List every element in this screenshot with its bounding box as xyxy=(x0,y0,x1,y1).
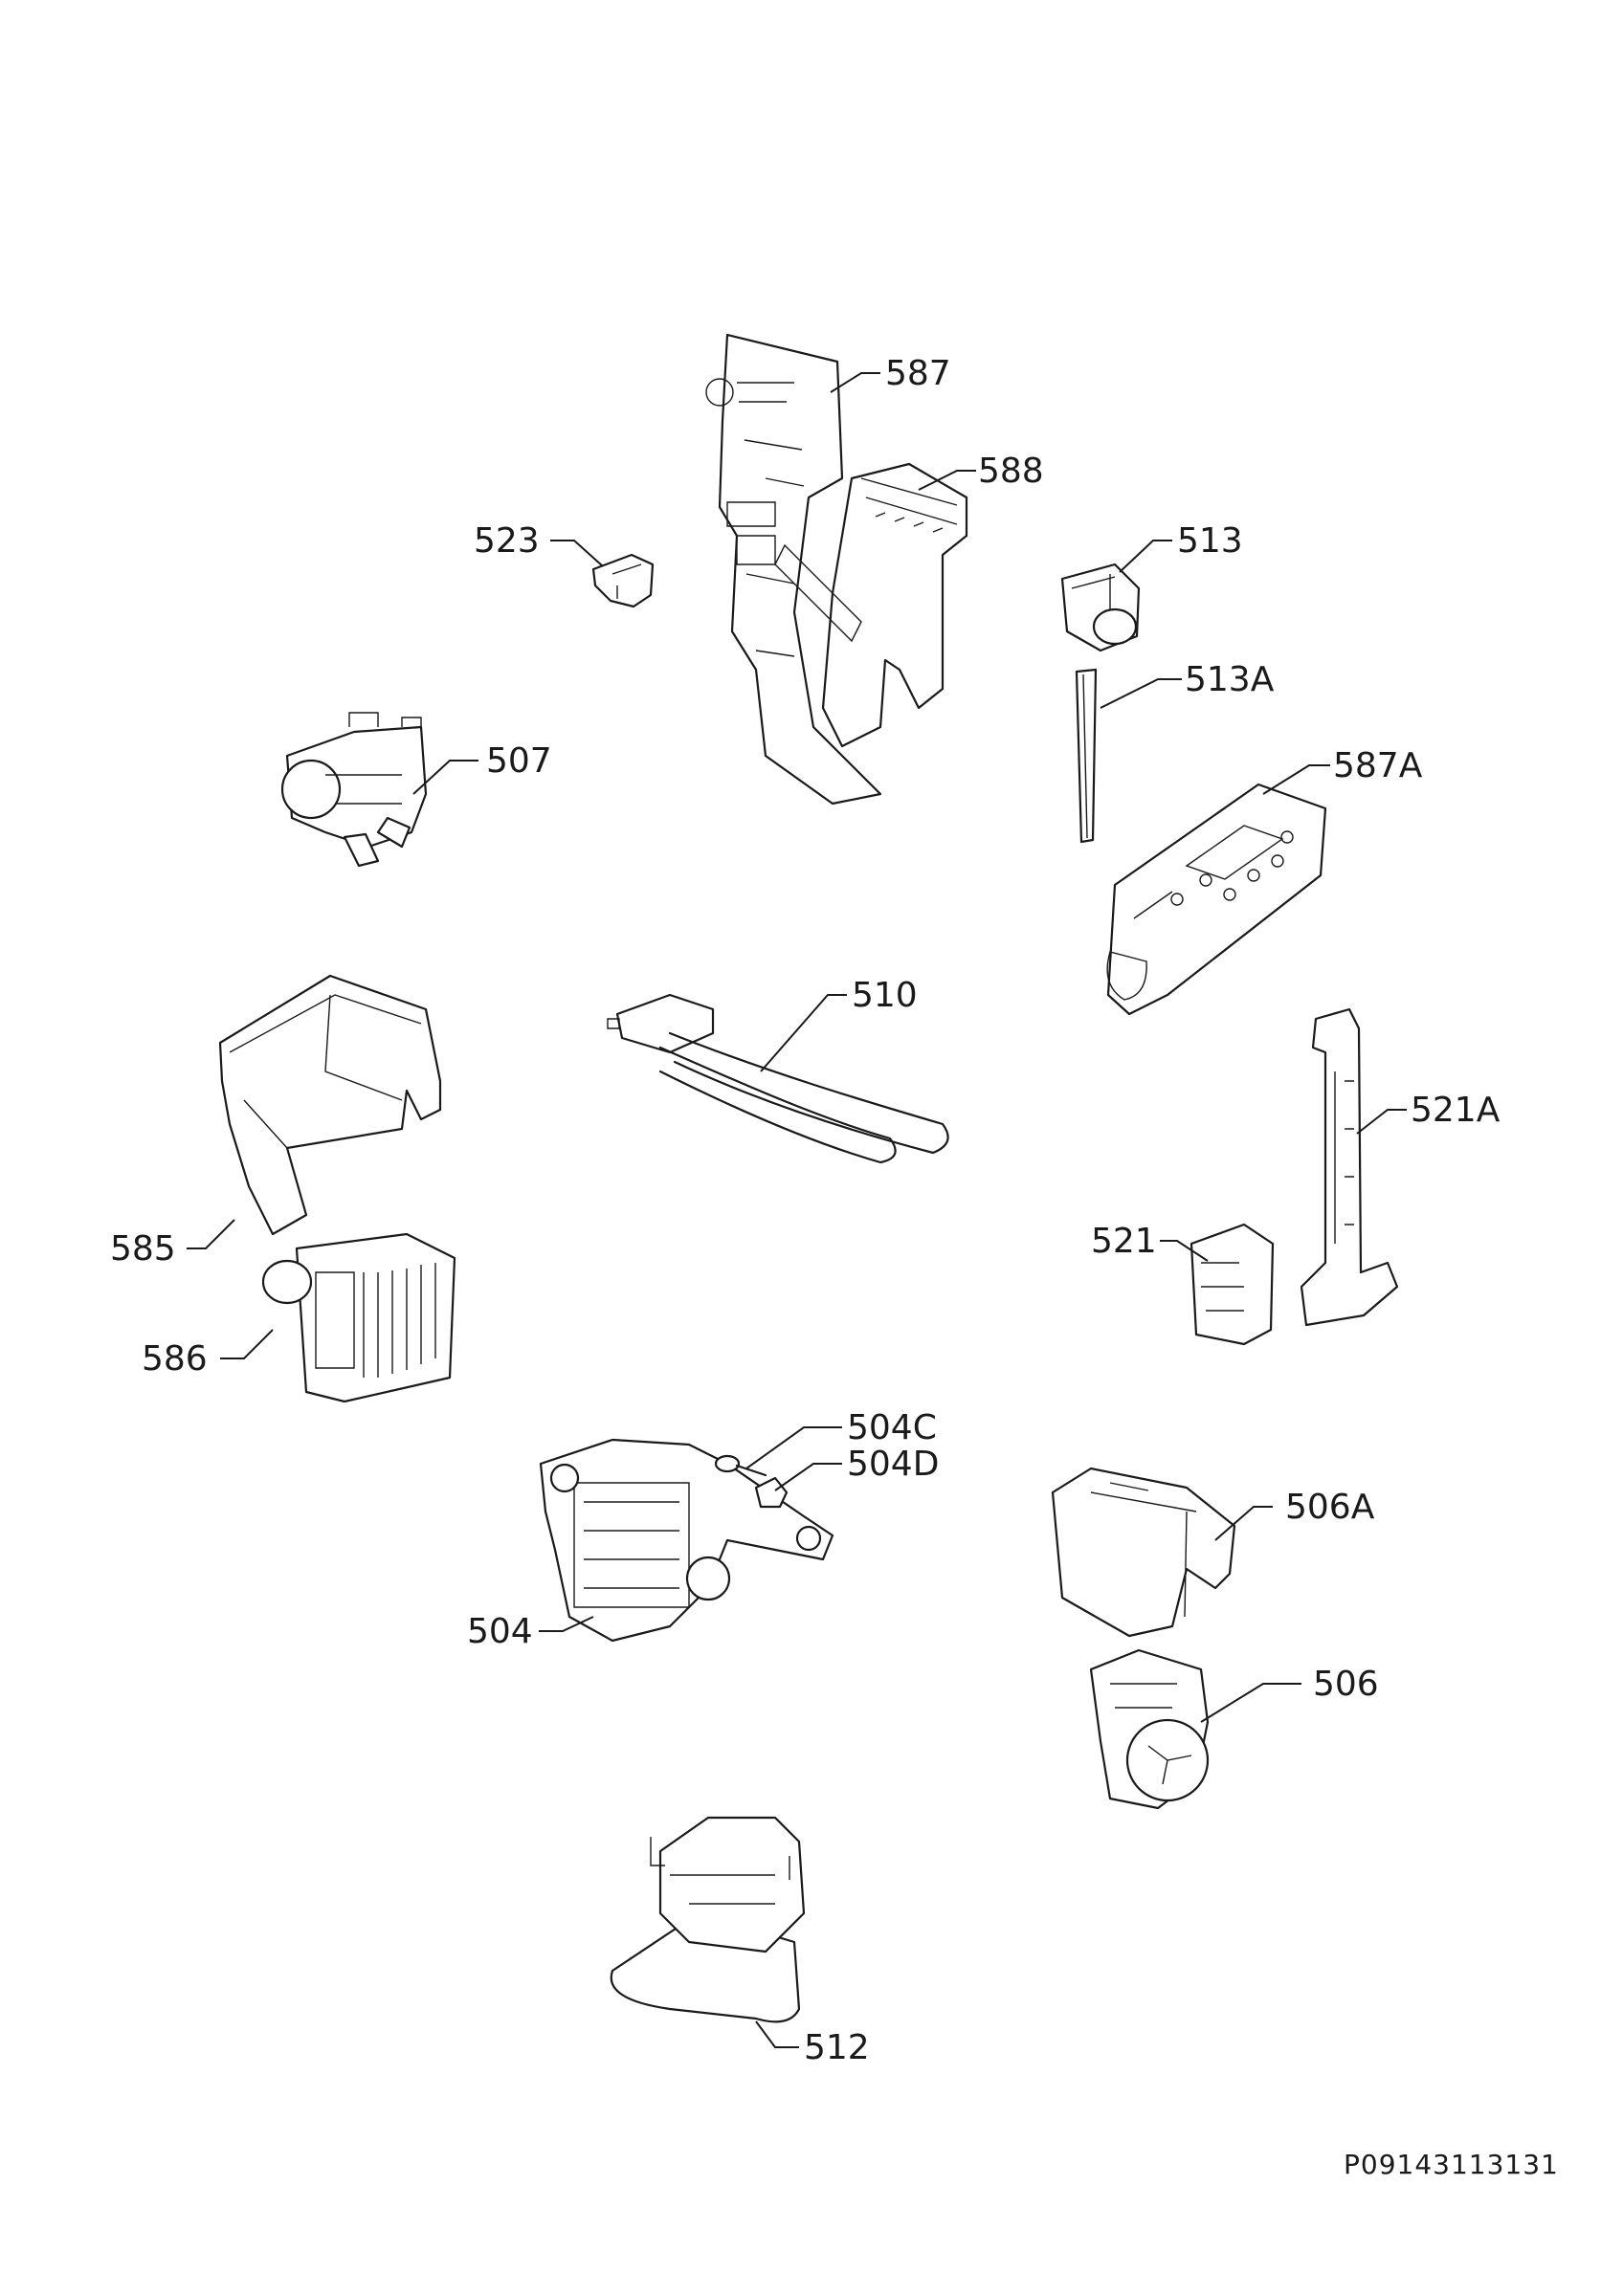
leader-506 xyxy=(1200,1683,1301,1723)
callout-513: 513 xyxy=(1177,521,1243,561)
part-513A-tube xyxy=(1075,668,1098,844)
callout-586: 586 xyxy=(142,1339,208,1379)
leader-585 xyxy=(187,1219,235,1249)
part-510-heating-element xyxy=(607,993,949,1164)
part-512-filter-cover xyxy=(610,1816,806,2023)
leader-523 xyxy=(550,540,604,567)
part-504C-screw xyxy=(714,1454,767,1477)
callout-588: 588 xyxy=(978,452,1044,491)
leader-504D xyxy=(774,1463,842,1491)
part-521A-bracket xyxy=(1300,1007,1399,1327)
callout-587A: 587A xyxy=(1333,746,1423,785)
part-588-board-housing xyxy=(774,462,968,748)
leader-521A xyxy=(1356,1109,1407,1135)
part-504D-bush xyxy=(754,1476,789,1509)
callout-512: 512 xyxy=(804,2028,870,2067)
callout-504D: 504D xyxy=(847,1445,939,1484)
part-585-cover xyxy=(218,974,442,1236)
part-521-door-lock xyxy=(1189,1223,1275,1346)
leader-512 xyxy=(755,2020,799,2048)
callout-507: 507 xyxy=(486,741,552,781)
leader-504C xyxy=(745,1426,842,1469)
leader-588 xyxy=(918,470,976,491)
callout-523: 523 xyxy=(474,521,540,561)
part-586-inverter xyxy=(261,1232,456,1403)
callout-506A: 506A xyxy=(1285,1488,1375,1527)
callout-504: 504 xyxy=(467,1612,533,1651)
part-587-control-board xyxy=(705,333,882,806)
callout-labels: 587 588 523 513 513A 507 587A 510 521A 5… xyxy=(110,354,1501,2067)
callout-587: 587 xyxy=(885,354,951,393)
leader-586 xyxy=(220,1329,274,1359)
callout-513A: 513A xyxy=(1185,660,1275,699)
part-507-inlet-valve xyxy=(280,712,428,868)
leader-521 xyxy=(1160,1240,1209,1262)
part-513-sensor xyxy=(1060,563,1141,652)
leader-513A xyxy=(1100,678,1182,709)
callout-510: 510 xyxy=(852,976,918,1015)
leader-504 xyxy=(539,1616,594,1632)
leader-lines xyxy=(187,372,1407,2048)
part-587A-interface-board xyxy=(1106,783,1327,1016)
callout-521A: 521A xyxy=(1411,1091,1501,1130)
callout-506: 506 xyxy=(1313,1665,1379,1704)
leader-506A xyxy=(1214,1506,1273,1541)
callout-504C: 504C xyxy=(847,1408,937,1447)
document-number: P09143113131 xyxy=(1344,2149,1559,2180)
callout-585: 585 xyxy=(110,1229,176,1269)
leader-510 xyxy=(760,994,847,1072)
part-523-clip xyxy=(591,553,655,608)
leader-513 xyxy=(1119,540,1172,573)
part-506-drain-pump xyxy=(1089,1648,1210,1810)
leader-587 xyxy=(830,372,880,393)
leader-507 xyxy=(412,760,478,795)
leader-587A xyxy=(1262,764,1330,795)
callout-521: 521 xyxy=(1091,1222,1157,1261)
part-504-motor xyxy=(539,1438,834,1643)
part-506A-pump-cover xyxy=(1051,1467,1236,1638)
